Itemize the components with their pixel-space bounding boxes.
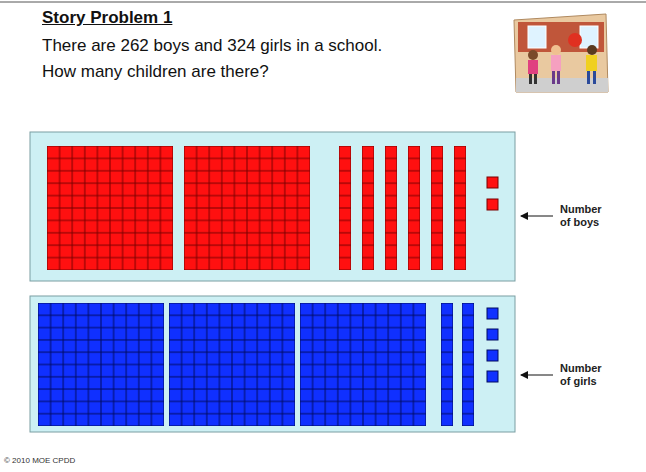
side-label: Number of girls [560, 362, 610, 388]
red-hundreds [47, 146, 310, 270]
leader-arrow [521, 216, 553, 217]
blue-hundreds [38, 303, 426, 426]
title-text: Story Problem 1 [42, 8, 172, 28]
red-tens [339, 146, 466, 270]
side-label: Number of boys [560, 203, 610, 229]
children-illustration [514, 14, 608, 92]
story-sentence: There are 262 boys and 324 girls in a sc… [42, 36, 382, 56]
copyright-note: © 2010 MOE CPDD [4, 456, 75, 465]
story-question: How many children are there? [42, 62, 269, 82]
red-ones [487, 177, 498, 210]
girls-panel [30, 296, 515, 432]
boys-panel [30, 132, 515, 281]
leader-arrow [521, 375, 553, 376]
blue-ones [487, 308, 498, 382]
blue-tens [441, 303, 474, 426]
top-rule [0, 2, 646, 3]
